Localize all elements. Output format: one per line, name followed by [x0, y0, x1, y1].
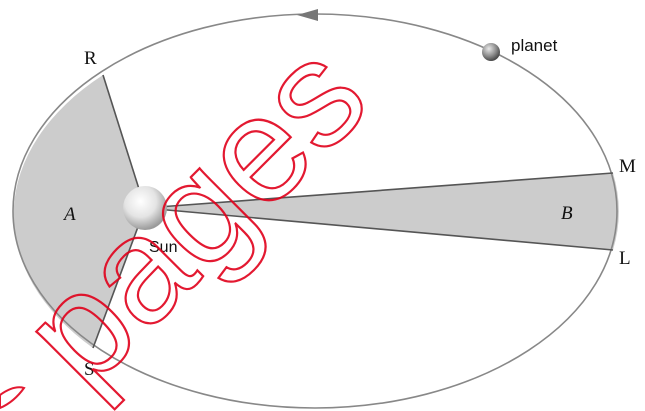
label-planet: planet	[511, 36, 558, 55]
label-B: B	[561, 203, 573, 224]
direction-arrow-icon	[297, 9, 318, 21]
label-M: M	[619, 156, 636, 177]
label-L: L	[619, 248, 631, 269]
label-R: R	[84, 48, 97, 69]
planet	[482, 43, 500, 61]
watermark-leaf-fragment	[0, 387, 24, 408]
